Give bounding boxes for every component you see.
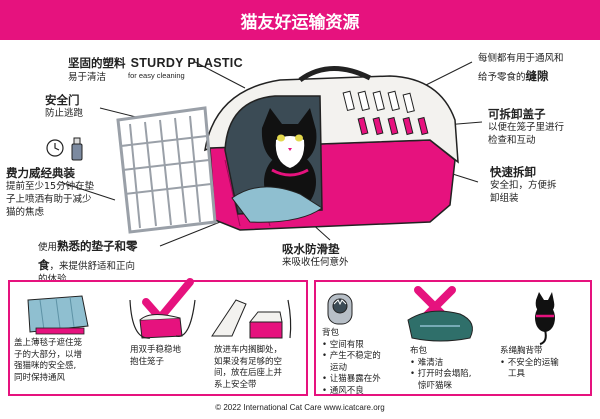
- vent-slots: [342, 90, 429, 136]
- tip-blanket-line: 强猫咪的安全感,: [14, 361, 77, 371]
- door-title: 安全门: [45, 93, 80, 107]
- harness-item: 工具: [508, 369, 526, 379]
- bedding-rest: ，来提供舒适和正向: [49, 261, 136, 272]
- sturdy-title: 坚固的塑料: [68, 56, 126, 70]
- harness-title: 系绳胸背带: [500, 346, 543, 356]
- bag-item: • 打开时会塌陷,: [410, 369, 472, 379]
- check-mark-icon: [142, 278, 194, 322]
- fabric-bag-icon: [407, 310, 473, 342]
- tip-hands-line: 用双手稳稳地: [130, 345, 182, 355]
- bedding-line3: 的体验: [38, 273, 188, 286]
- car-footwell-icon: [211, 299, 292, 339]
- lid-title: 可拆卸盖子: [488, 107, 546, 121]
- sturdy-sub: 易于清洁: [68, 72, 107, 83]
- backpack-item: 运动: [330, 362, 348, 373]
- door-sub: 防止逃跑: [45, 108, 84, 119]
- gaps-line2-bold: 缝隙: [525, 69, 549, 83]
- sturdy-sub-en: for easy cleaning: [128, 71, 185, 80]
- harness-cat-icon: [535, 292, 555, 345]
- label-sturdy-plastic: 坚固的塑料 STURDY PLASTIC 易于清洁 for easy clean…: [68, 52, 243, 84]
- tip-blanket-line: 子的大部分，以增: [14, 349, 83, 360]
- page-title-bar: 猫友好运输资源: [0, 0, 600, 40]
- absorbent-mat: [231, 186, 323, 223]
- spray-title: 费力威经典装: [6, 166, 75, 180]
- footer-credit[interactable]: © 2022 International Cat Care www.icatca…: [215, 403, 385, 412]
- tip-car-line: 放进车内搁脚处，: [214, 345, 283, 355]
- avoid-fabric-bag: 布包 • 难清洁 • 打开时会塌陷, 惊吓猫咪: [410, 346, 490, 392]
- tip-blanket-line: 盖上薄毯子遮住笼: [14, 338, 83, 348]
- tip-blanket: 盖上薄毯子遮住笼 子的大部分，以增 强猫咪的安全感, 同时保持通风: [14, 338, 118, 384]
- tip-car-line: 间，放在后座上并: [214, 368, 283, 378]
- lid-body-2: 检查和互动: [488, 135, 536, 146]
- tip-car-line: 系上安全带: [214, 379, 257, 390]
- label-bedding: 使用熟悉的垫子和零 食，来提供舒适和正向 的体验: [38, 235, 188, 286]
- spray-bottle-icon: [71, 137, 83, 161]
- label-gaps: 每侧都有用于通风和 给予零食的缝隙: [478, 52, 564, 84]
- bag-item: 惊吓猫咪: [418, 380, 453, 391]
- backpack-title: 背包: [322, 328, 340, 338]
- carrier-handle: [298, 66, 372, 83]
- label-safe-door: 安全门 防止逃跑: [45, 93, 83, 120]
- label-absorbent: 吸水防滑垫 来吸收任何意外: [282, 242, 349, 269]
- backpack-item: • 空间有限: [322, 339, 364, 350]
- absorb-sub: 来吸收任何意外: [282, 257, 349, 268]
- absorb-title: 吸水防滑垫: [282, 242, 340, 256]
- quick-body-2: 卸组装: [490, 193, 519, 204]
- carrier-door: [116, 106, 217, 234]
- quick-body-1: 安全扣，方便拆: [490, 180, 557, 191]
- gaps-line2-prefix: 给予零食的: [478, 72, 526, 83]
- clock-icon: [46, 139, 64, 157]
- spray-body-2: 子上喷洒有助于减少: [6, 194, 92, 205]
- tip-blanket-line: 同时保持通风: [14, 372, 66, 383]
- tip-car: 放进车内搁脚处， 如果没有足够的空 间，放在后座上并 系上安全带: [214, 345, 306, 391]
- label-quick-release: 快速拆卸 安全扣，方便拆 卸组装: [490, 165, 557, 205]
- bedding-bold1: 熟悉的垫子和零: [57, 239, 138, 253]
- backpack-item: • 通风不良: [322, 385, 364, 396]
- label-removable-lid: 可拆卸盖子 以便在笼子里进行 检查和互动: [488, 107, 564, 147]
- harness-item: • 不安全的运输: [500, 357, 559, 368]
- sturdy-title-en: STURDY PLASTIC: [130, 56, 243, 70]
- lid-body-1: 以便在笼子里进行: [488, 122, 565, 133]
- bedding-bold2: 食: [38, 258, 50, 272]
- spray-body-1: 提前至少15分钟在垫: [6, 181, 95, 192]
- tip-hands-line: 抱住笼子: [130, 356, 165, 367]
- avoid-harness: 系绳胸背带 • 不安全的运输 工具: [500, 346, 586, 381]
- page-title: 猫友好运输资源: [240, 12, 360, 33]
- bag-item: • 难清洁: [410, 357, 444, 368]
- tip-car-line: 如果没有足够的空: [214, 356, 283, 367]
- blanket-carrier-icon: [27, 295, 89, 335]
- avoid-backpack: 背包 • 空间有限 • 产生不稳定的 运动 • 让猫暴露在外 • 通风不良: [322, 328, 402, 397]
- gaps-line1: 每侧都有用于通风和: [478, 53, 564, 64]
- backpack-icon: [327, 293, 353, 325]
- backpack-item: • 让猫暴露在外: [322, 374, 381, 384]
- hands-carrying-icon: [129, 299, 196, 339]
- bag-title: 布包: [410, 346, 428, 356]
- backpack-item: • 产生不稳定的: [322, 351, 381, 361]
- spray-body-3: 猫的焦虑: [6, 207, 45, 218]
- tip-hands: 用双手稳稳地 抱住笼子: [130, 345, 210, 368]
- bedding-prefix: 使用: [38, 242, 58, 253]
- quick-title: 快速拆卸: [490, 165, 536, 179]
- label-spray: 费力威经典装 提前至少15分钟在垫 子上喷洒有助于减少 猫的焦虑: [6, 166, 138, 219]
